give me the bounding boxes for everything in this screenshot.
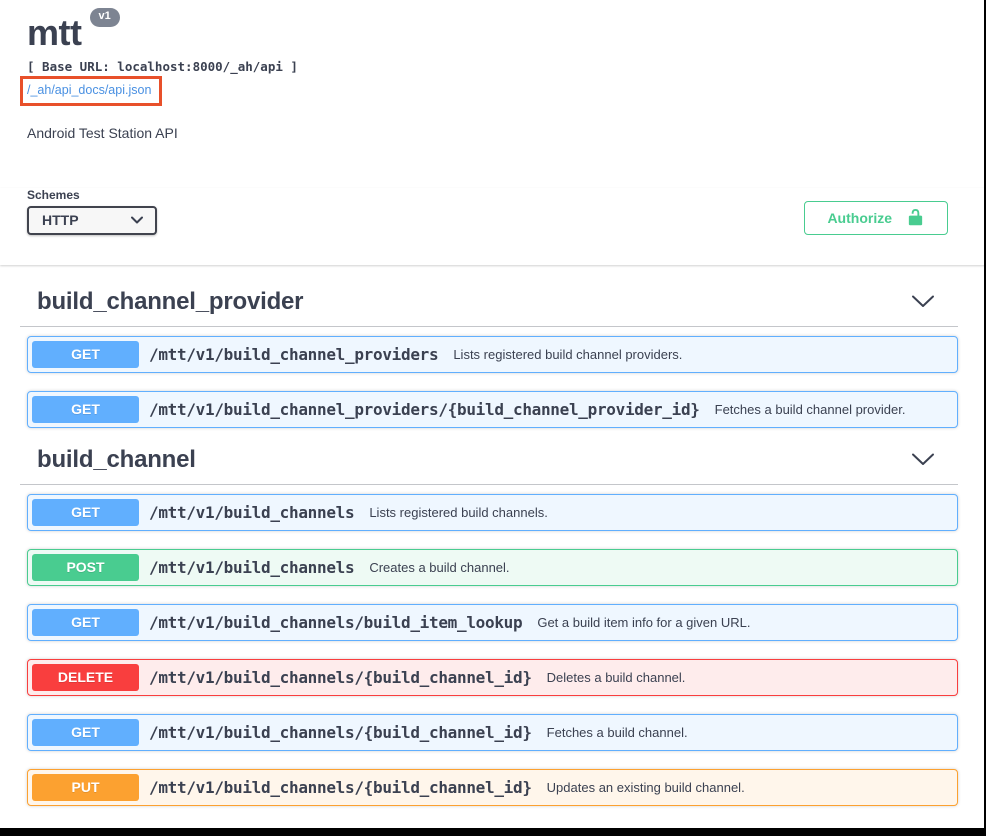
operation-path: /mtt/v1/build_channels/{build_channel_id… (149, 667, 532, 687)
version-badge: v1 (89, 8, 120, 27)
screenshot-border-bottom (0, 828, 986, 836)
api-sections: build_channel_provider GET /mtt/v1/build… (0, 288, 986, 806)
annotation-highlight-box: /_ah/api_docs/api.json (20, 75, 163, 106)
operation-path: /mtt/v1/build_channel_providers/{build_c… (149, 399, 700, 419)
operation-path: /mtt/v1/build_channels (149, 557, 355, 577)
api-section: build_channel GET /mtt/v1/build_channels… (20, 446, 958, 806)
operation-row[interactable]: GET /mtt/v1/build_channels/build_item_lo… (27, 603, 958, 641)
method-badge: GET (32, 718, 139, 746)
operation-description: Creates a build channel. (369, 559, 510, 575)
operation-path: /mtt/v1/build_channels/{build_channel_id… (149, 777, 532, 797)
api-description: Android Test Station API (27, 124, 178, 141)
operation-row[interactable]: GET /mtt/v1/build_channel_providers List… (27, 335, 958, 373)
chevron-down-icon[interactable] (911, 452, 935, 467)
operation-description: Fetches a build channel. (546, 724, 688, 740)
screenshot-border-right (984, 0, 986, 836)
section-header[interactable]: build_channel_provider (20, 288, 958, 327)
operation-row[interactable]: PUT /mtt/v1/build_channels/{build_channe… (27, 768, 958, 806)
api-info: mtt v1 [ Base URL: localhost:8000/_ah/api… (0, 0, 986, 141)
api-title-text: mtt (27, 12, 82, 53)
operation-path: /mtt/v1/build_channels/{build_channel_id… (149, 722, 532, 742)
operation-description: Get a build item info for a given URL. (537, 614, 751, 630)
base-url: [ Base URL: localhost:8000/_ah/api ] (27, 58, 298, 74)
chevron-down-icon (131, 216, 143, 224)
operation-path: /mtt/v1/build_channels (149, 502, 355, 522)
operation-description: Lists registered build channels. (369, 504, 548, 520)
method-badge: GET (32, 395, 139, 423)
scheme-select[interactable]: HTTP (27, 205, 157, 235)
section-title: build_channel (37, 445, 196, 473)
authorize-label: Authorize (827, 209, 892, 226)
operations-list: GET /mtt/v1/build_channel_providers List… (27, 335, 958, 428)
chevron-down-icon[interactable] (911, 294, 935, 309)
operation-row[interactable]: GET /mtt/v1/build_channel_providers/{bui… (27, 390, 958, 428)
operations-list: GET /mtt/v1/build_channels Lists registe… (27, 493, 958, 806)
authorize-button[interactable]: Authorize (804, 200, 948, 235)
operation-description: Fetches a build channel provider. (714, 401, 906, 417)
method-badge: PUT (32, 773, 139, 801)
api-section: build_channel_provider GET /mtt/v1/build… (20, 288, 958, 428)
method-badge: GET (32, 340, 139, 368)
spec-json-link[interactable]: /_ah/api_docs/api.json (27, 82, 152, 97)
method-badge: POST (32, 553, 139, 581)
section-title: build_channel_provider (37, 287, 304, 315)
operation-row[interactable]: POST /mtt/v1/build_channels Creates a bu… (27, 548, 958, 586)
page-title: mtt v1 (27, 8, 966, 53)
operation-row[interactable]: GET /mtt/v1/build_channels/{build_channe… (27, 713, 958, 751)
method-badge: DELETE (32, 663, 139, 691)
section-header[interactable]: build_channel (20, 446, 958, 485)
operation-row[interactable]: GET /mtt/v1/build_channels Lists registe… (27, 493, 958, 531)
operation-path: /mtt/v1/build_channel_providers (149, 344, 439, 364)
operation-path: /mtt/v1/build_channels/build_item_lookup (149, 612, 523, 632)
operation-description: Lists registered build channel providers… (453, 346, 683, 362)
operation-description: Updates an existing build channel. (546, 779, 745, 795)
scheme-selected-value: HTTP (42, 212, 79, 229)
schemes-wrapper: Schemes HTTP (27, 188, 157, 235)
schemes-label: Schemes (27, 187, 80, 202)
method-badge: GET (32, 498, 139, 526)
unlock-icon (906, 208, 925, 227)
operation-row[interactable]: DELETE /mtt/v1/build_channels/{build_cha… (27, 658, 958, 696)
method-badge: GET (32, 608, 139, 636)
operation-description: Deletes a build channel. (546, 669, 686, 685)
scheme-container: Schemes HTTP Authorize (0, 187, 986, 265)
